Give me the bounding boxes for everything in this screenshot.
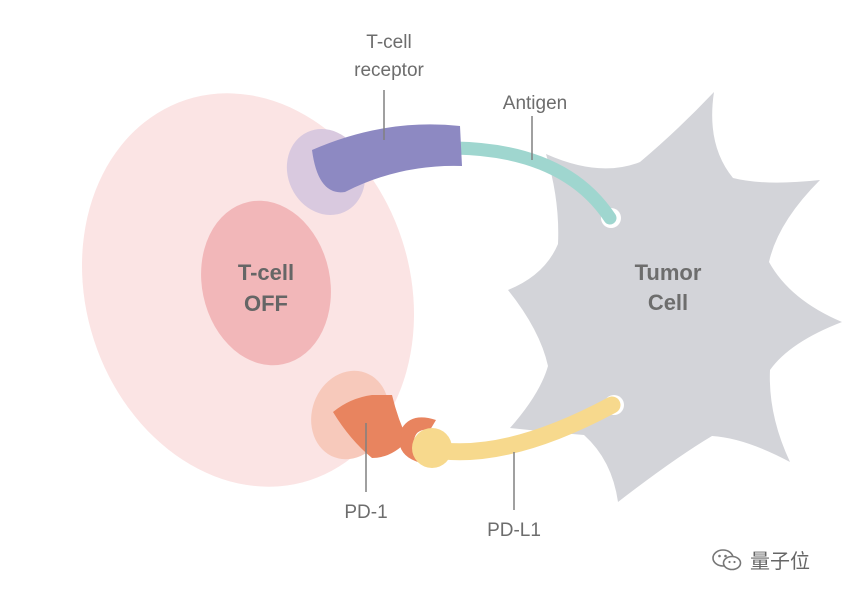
tumor-cell-label-line1: Tumor — [635, 260, 702, 285]
tcell-off-label-line1: T-cell — [238, 260, 294, 285]
antigen-label: Antigen — [503, 93, 567, 114]
tcell-off-label-line2: OFF — [244, 291, 288, 316]
watermark-text: 量子位 — [750, 549, 810, 573]
pd1-label: PD-1 — [344, 502, 387, 523]
tcell-receptor-label-line1: T-cell — [366, 32, 411, 53]
tcell-receptor-label-line2: receptor — [354, 60, 424, 81]
antigen-strand — [448, 141, 617, 225]
tumor-cell-label-line2: Cell — [648, 290, 688, 315]
pdl1-head — [412, 428, 452, 468]
pdl1-label: PD-L1 — [487, 520, 541, 541]
tcell-receptor — [312, 124, 462, 193]
wechat-icon — [712, 548, 742, 570]
watermark: 量子位 — [712, 545, 810, 574]
pd1-receptor — [333, 395, 408, 458]
tcell-nucleus — [201, 200, 331, 366]
